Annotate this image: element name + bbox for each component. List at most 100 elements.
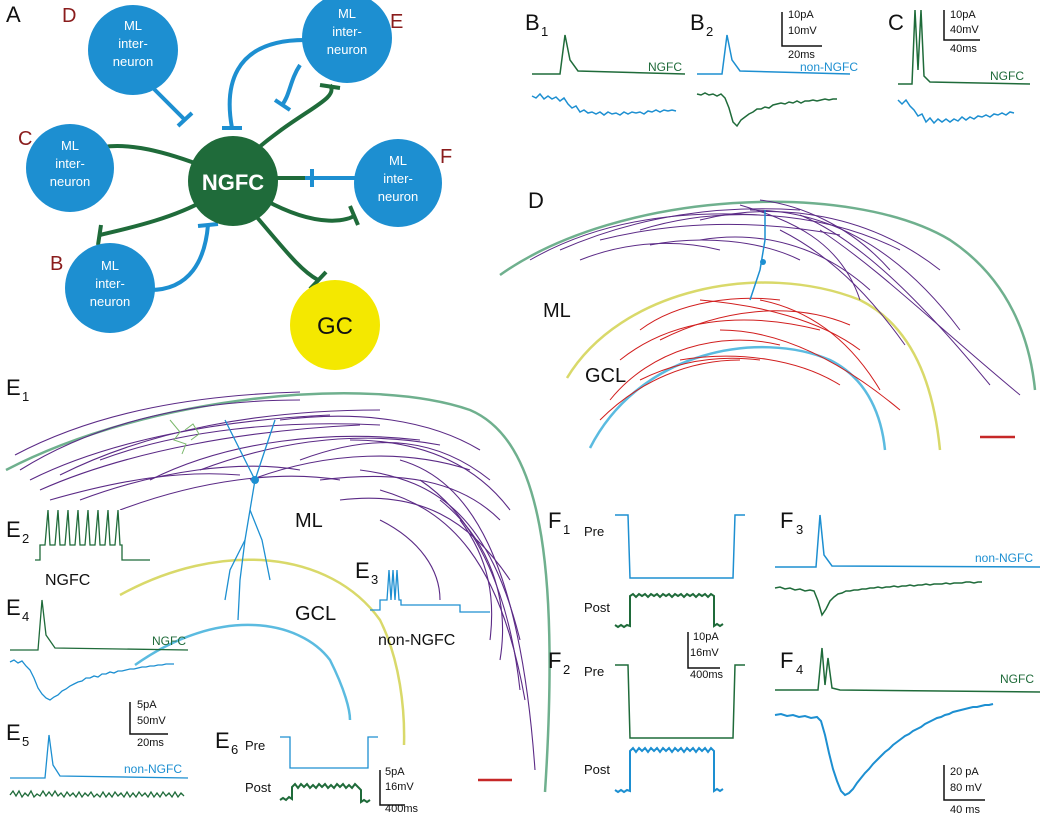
svg-text:non-NGFC: non-NGFC bbox=[124, 762, 182, 776]
svg-text:neuron: neuron bbox=[327, 42, 367, 57]
c-response-trace bbox=[897, 98, 1015, 125]
letter-c: C bbox=[18, 128, 32, 150]
svg-text:inter-: inter- bbox=[55, 156, 85, 171]
svg-text:ML: ML bbox=[389, 153, 407, 168]
svg-text:10pA: 10pA bbox=[788, 9, 814, 21]
svg-text:1: 1 bbox=[541, 24, 548, 39]
svg-text:80 mV: 80 mV bbox=[950, 782, 982, 794]
svg-text:E: E bbox=[6, 720, 21, 745]
b2-nonngfc-trace bbox=[697, 34, 851, 75]
d-granule-dendrites bbox=[599, 297, 901, 421]
svg-text:40 ms: 40 ms bbox=[950, 804, 980, 816]
e-ngfc-axons bbox=[14, 391, 536, 771]
svg-text:inter-: inter- bbox=[118, 36, 148, 51]
svg-text:F: F bbox=[780, 508, 793, 533]
svg-text:5pA: 5pA bbox=[137, 699, 157, 711]
panel-a-label: A bbox=[6, 2, 21, 27]
svg-text:GCL: GCL bbox=[585, 365, 626, 387]
svg-text:NGFC: NGFC bbox=[45, 572, 90, 589]
e4-ngfc-trace bbox=[10, 599, 189, 651]
svg-text:Post: Post bbox=[584, 600, 610, 615]
d-hilus-boundary bbox=[588, 345, 887, 451]
f4-response-trace bbox=[774, 703, 994, 797]
cell-labels-f: ML inter- neuron bbox=[378, 153, 418, 204]
cell-labels-e: ML inter- neuron bbox=[327, 6, 367, 57]
panel-e: E 1 bbox=[5, 375, 551, 815]
b1-response-trace bbox=[531, 92, 677, 116]
svg-text:2: 2 bbox=[706, 24, 713, 39]
e2-inset: E 2 NGFC bbox=[6, 509, 154, 589]
svg-text:1: 1 bbox=[22, 389, 29, 404]
blue-conn-e1 bbox=[227, 38, 306, 129]
svg-text:C: C bbox=[888, 10, 904, 35]
svg-text:400ms: 400ms bbox=[385, 803, 419, 815]
svg-text:50mV: 50mV bbox=[137, 715, 166, 727]
svg-text:non-NGFC: non-NGFC bbox=[975, 551, 1033, 565]
svg-text:ML: ML bbox=[101, 258, 119, 273]
e6-inset: E 6 Pre Post 5pA 16mV 400ms bbox=[215, 728, 419, 815]
f2-post-trace bbox=[614, 746, 724, 794]
svg-text:2: 2 bbox=[22, 531, 29, 546]
ml-interneuron-f bbox=[354, 139, 442, 227]
f4-scalebar bbox=[943, 765, 985, 801]
svg-text:D: D bbox=[528, 188, 544, 213]
svg-text:Post: Post bbox=[245, 780, 271, 795]
svg-text:E: E bbox=[355, 558, 370, 583]
svg-text:NGFC: NGFC bbox=[1000, 672, 1034, 686]
green-conn-e bbox=[248, 83, 334, 157]
panel-a: A bbox=[6, 0, 452, 370]
svg-text:5: 5 bbox=[22, 734, 29, 749]
svg-text:E: E bbox=[215, 728, 230, 753]
svg-text:NGFC: NGFC bbox=[648, 60, 682, 74]
svg-text:F: F bbox=[548, 508, 561, 533]
e4-inset: E 4 NGFC bbox=[6, 595, 189, 701]
svg-text:40ms: 40ms bbox=[950, 43, 977, 55]
blue-conn-d bbox=[148, 83, 187, 122]
letter-b: B bbox=[50, 253, 63, 275]
f1-pre-trace bbox=[615, 514, 745, 579]
e3-inset: E 3 non-NGFC bbox=[355, 558, 490, 649]
svg-text:B: B bbox=[525, 10, 540, 35]
blue-conn-b bbox=[149, 224, 210, 292]
svg-text:neuron: neuron bbox=[50, 174, 90, 189]
cell-labels-b: ML inter- neuron bbox=[90, 258, 130, 309]
svg-text:16mV: 16mV bbox=[690, 647, 719, 659]
f4-ngfc-trace bbox=[775, 647, 1041, 693]
e45-scalebar bbox=[129, 702, 168, 735]
f3-response-trace bbox=[774, 581, 982, 617]
svg-text:ML: ML bbox=[295, 510, 323, 532]
svg-text:Pre: Pre bbox=[584, 664, 604, 679]
svg-text:20 pA: 20 pA bbox=[950, 766, 979, 778]
svg-text:neuron: neuron bbox=[90, 294, 130, 309]
svg-text:ML: ML bbox=[61, 138, 79, 153]
ml-interneuron-c bbox=[26, 124, 114, 212]
b-scalebar bbox=[781, 12, 822, 47]
c-scalebar bbox=[943, 10, 980, 41]
e-ngfc-dendrites bbox=[169, 419, 200, 455]
e5-inset: E 5 non-NGFC bbox=[6, 720, 189, 799]
svg-text:Post: Post bbox=[584, 762, 610, 777]
svg-text:ML: ML bbox=[543, 300, 571, 322]
svg-text:40mV: 40mV bbox=[950, 24, 979, 36]
svg-text:neuron: neuron bbox=[378, 189, 418, 204]
svg-text:16mV: 16mV bbox=[385, 781, 414, 793]
svg-text:NGFC: NGFC bbox=[990, 69, 1024, 83]
letter-d: D bbox=[62, 5, 76, 27]
ml-interneuron-e bbox=[302, 0, 392, 83]
letter-e: E bbox=[390, 11, 403, 33]
ml-interneuron-b bbox=[65, 243, 155, 333]
gc-label: GC bbox=[317, 313, 353, 340]
d-ngfc-axons bbox=[529, 199, 1021, 396]
svg-text:inter-: inter- bbox=[95, 276, 125, 291]
svg-text:6: 6 bbox=[231, 742, 238, 757]
f1-post-trace bbox=[614, 592, 724, 629]
svg-text:B: B bbox=[690, 10, 705, 35]
e5-response-trace bbox=[9, 789, 185, 799]
svg-text:400ms: 400ms bbox=[690, 669, 724, 681]
panel-c: C NGFC 10pA 40mV 40ms bbox=[888, 9, 1031, 125]
green-conn-gc bbox=[253, 213, 320, 282]
e2-trace bbox=[35, 509, 150, 561]
green-conn-f2 bbox=[264, 198, 357, 223]
cell-labels-d: ML inter- neuron bbox=[113, 18, 153, 69]
panel-b: B 1 NGFC B 2 non-NGFC 10pA 10mV 20ms bbox=[525, 9, 858, 128]
